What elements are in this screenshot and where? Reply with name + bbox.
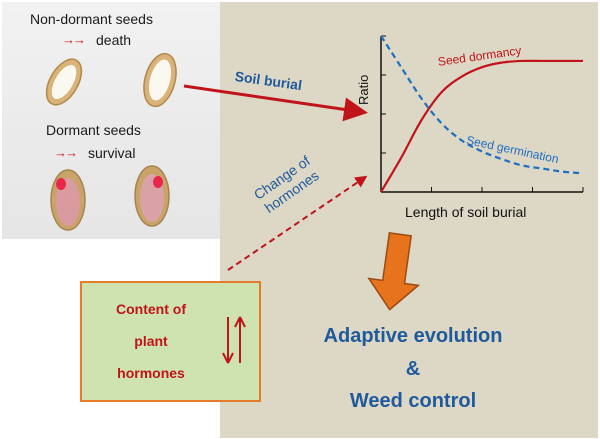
hormone-line-3: hormones [117, 365, 185, 381]
soil-burial-arrow [183, 84, 368, 122]
nondormant-seeds-label: Non-dormant seeds [30, 11, 153, 27]
seed-images [45, 52, 177, 231]
outcome-line-1: Adaptive evolution [323, 325, 503, 347]
hormone-content-box: Content of plant hormones [80, 281, 261, 402]
nondormant-seed-1 [45, 58, 83, 106]
dormant-seed-2 [134, 165, 170, 227]
series-line-0 [380, 59, 583, 193]
x-axis-label: Length of soil burial [405, 204, 527, 220]
result-arrow [367, 231, 421, 311]
y-axis-label: Ratio [356, 74, 371, 105]
series-line-1 [380, 35, 584, 175]
dormant-seeds-label: Dormant seeds [46, 122, 141, 138]
beige-panel [220, 2, 598, 438]
dormant-arrow: →→ [54, 145, 78, 160]
seed-photo: Non-dormant seeds →→ death Dormant seeds… [2, 2, 220, 239]
nondormant-seed-2 [143, 52, 177, 108]
outcome-line-2: & [405, 358, 421, 380]
chart-series [380, 35, 584, 193]
survival-label: survival [88, 145, 136, 161]
chart-axes [380, 35, 584, 193]
hormone-line-1: Content of [116, 301, 186, 317]
hormone-line-2: plant [134, 333, 168, 349]
dormant-seed-1 [50, 169, 86, 231]
up-down-arrows-icon [222, 316, 246, 364]
outcome-line-3: Weed control [349, 390, 477, 412]
nondormant-arrow: →→ [62, 32, 86, 47]
death-label: death [96, 32, 132, 48]
hormone-change-arrow [227, 175, 368, 271]
